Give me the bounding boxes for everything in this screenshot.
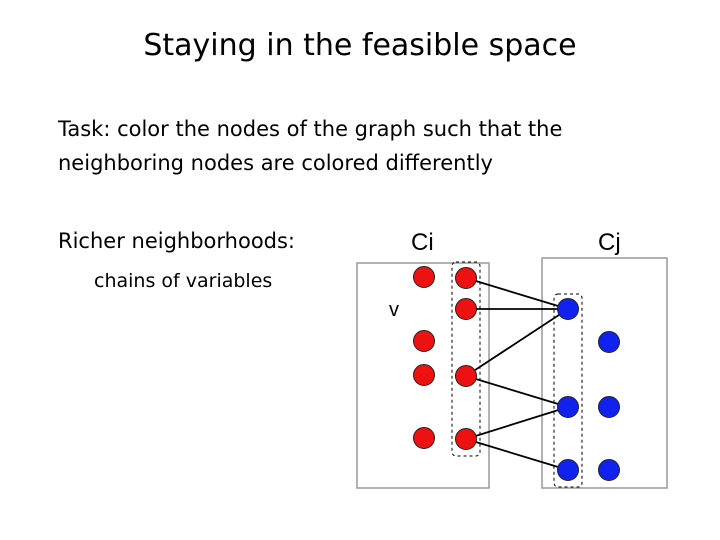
task-line-1: Task: color the nodes of the graph such … (58, 117, 563, 141)
variable-v-label-text: v (389, 299, 399, 321)
cluster-ci-label-text: Ci (411, 229, 434, 256)
blue-node (598, 396, 620, 418)
blue-node (598, 331, 620, 353)
edge (465, 438, 569, 471)
red-node (413, 266, 435, 288)
red-node (413, 364, 435, 386)
edge (465, 277, 569, 310)
edge (465, 308, 569, 377)
task-description: Task: color the nodes of the graph such … (58, 112, 678, 180)
red-node (455, 365, 477, 387)
bullet-heading: Richer neighborhoods: (58, 229, 296, 253)
blue-node (598, 459, 620, 481)
red-node (413, 427, 435, 449)
red-node (455, 267, 477, 289)
chain-box-left (451, 261, 481, 457)
chain-box-right (553, 293, 583, 488)
red-node (413, 330, 435, 352)
blue-node (557, 459, 579, 481)
red-node (455, 298, 477, 320)
slide-title: Staying in the feasible space (143, 28, 577, 63)
edge (465, 375, 569, 408)
variable-v-label: v (389, 299, 399, 321)
cluster-cj-label-text: Cj (598, 229, 621, 256)
red-node (455, 428, 477, 450)
cluster-ci-box (356, 262, 490, 489)
cluster-ci-label: Ci (411, 229, 434, 256)
blue-node (557, 298, 579, 320)
task-line-2: neighboring nodes are colored differentl… (58, 151, 493, 175)
blue-node (557, 396, 579, 418)
edge (465, 406, 569, 440)
bullet-subitem: chains of variables (94, 270, 273, 292)
cluster-cj-label: Cj (598, 229, 621, 256)
cluster-cj-box (541, 257, 668, 489)
